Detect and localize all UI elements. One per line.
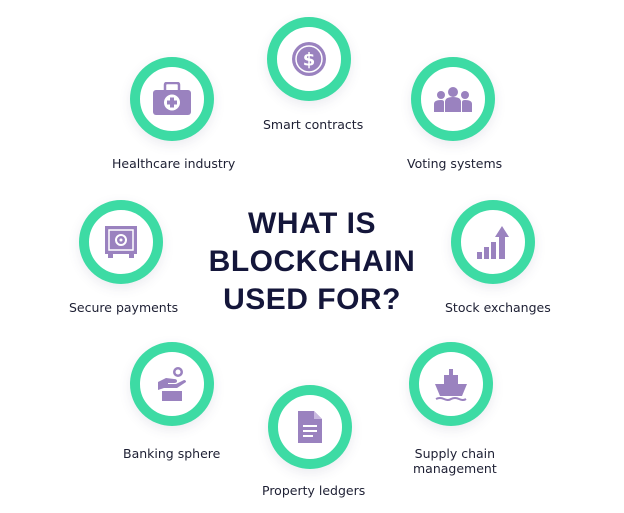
title-line-2: BLOCKCHAIN <box>208 245 416 278</box>
banking-sphere-node <box>130 342 214 426</box>
title-line-1: WHAT IS <box>248 207 376 240</box>
document-icon <box>298 411 322 443</box>
svg-text:$: $ <box>303 50 316 71</box>
stock-exchanges-label: Stock exchanges <box>445 300 551 315</box>
medical-kit-icon <box>153 82 191 115</box>
smart-contracts-label: Smart contracts <box>263 117 364 132</box>
secure-payments-label: Secure payments <box>69 300 179 315</box>
healthcare-industry-label: Healthcare industry <box>112 156 236 171</box>
ship-icon <box>435 369 467 401</box>
stock-exchanges-node <box>451 200 535 284</box>
voting-systems-label: Voting systems <box>407 156 503 171</box>
hand-coin-icon <box>158 367 186 401</box>
dollar-coin-icon: $ <box>292 42 326 76</box>
title-line-3: USED FOR? <box>223 283 401 316</box>
main-title: WHAT IS BLOCKCHAIN USED FOR? <box>202 205 422 319</box>
supply-chain-label-line-2: management <box>413 461 497 476</box>
property-ledgers-node <box>268 385 352 469</box>
people-group-icon <box>434 87 472 112</box>
voting-systems-node <box>411 57 495 141</box>
property-ledgers-label: Property ledgers <box>262 483 366 498</box>
rising-chart-icon <box>477 226 509 259</box>
banking-sphere-label: Banking sphere <box>123 446 221 461</box>
supply-chain-label-line-1: Supply chain <box>414 446 496 461</box>
supply-chain-label: Supply chain management <box>413 446 497 476</box>
secure-payments-node <box>79 200 163 284</box>
smart-contracts-node: $ <box>267 17 351 101</box>
healthcare-industry-node <box>130 57 214 141</box>
safe-icon <box>105 226 137 258</box>
supply-chain-node <box>409 342 493 426</box>
